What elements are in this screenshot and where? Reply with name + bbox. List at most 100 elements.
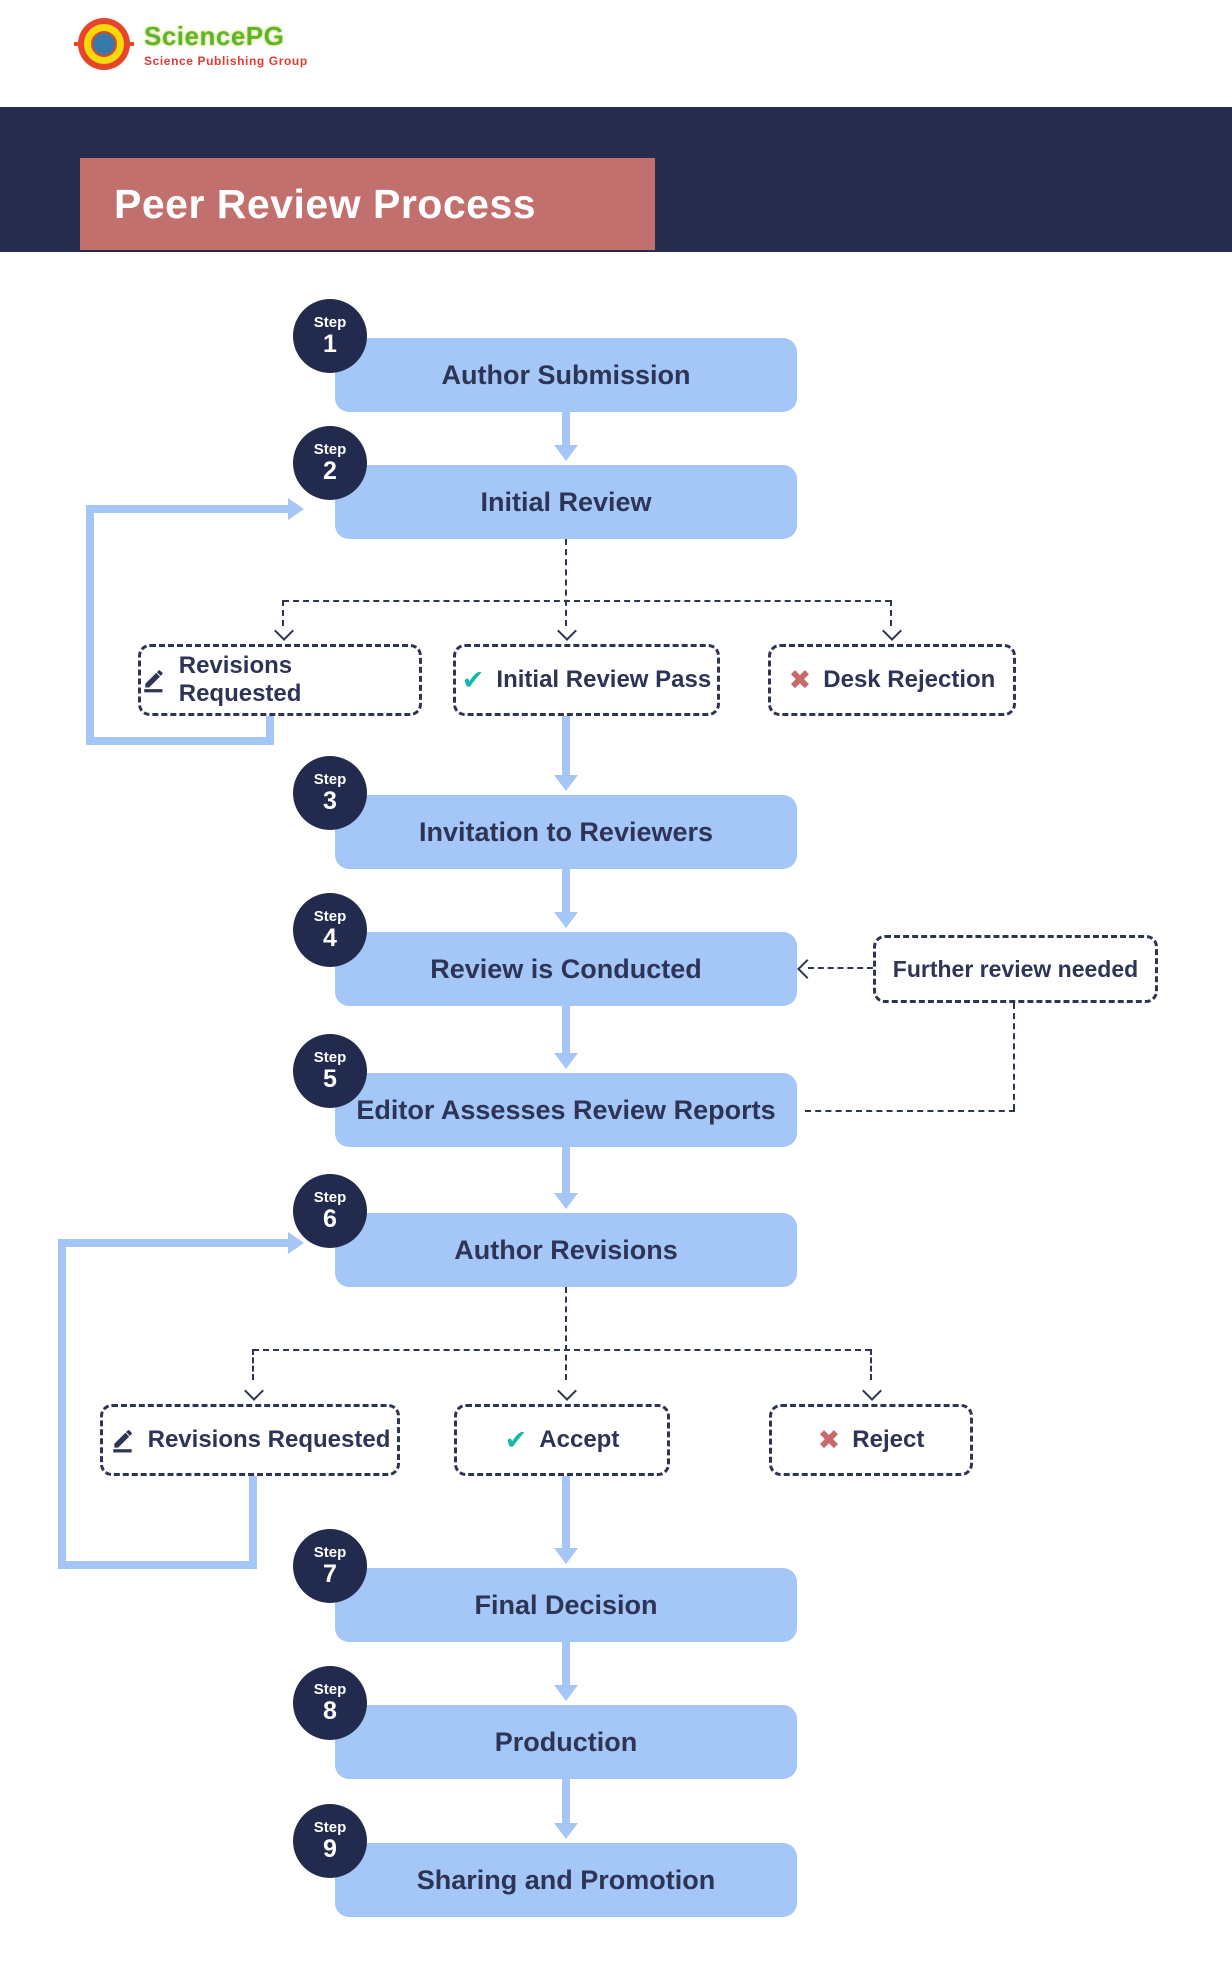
step-box-author-submission: Author Submission (335, 338, 797, 412)
arrow-submission-to-initial-review (554, 412, 578, 461)
step-box-review-is-conducted: Review is Conducted (335, 932, 797, 1006)
pencil-icon (144, 670, 163, 693)
badge-word: Step (313, 441, 347, 458)
step-box-production: Production (335, 1705, 797, 1779)
badge-word: Step (313, 771, 347, 788)
loop1-bottom-segment (86, 737, 274, 745)
badge-word: Step (313, 1819, 347, 1836)
arrow-accept-to-final-decision (554, 1476, 578, 1564)
step-label: Review is Conducted (430, 953, 702, 984)
step-box-final-decision: Final Decision (335, 1568, 797, 1642)
arrowhead-revisions-1-icon (274, 621, 294, 641)
dashed-line-note-down (1013, 1003, 1015, 1110)
title-banner: Peer Review Process (80, 158, 655, 250)
page-title: Peer Review Process (114, 180, 537, 227)
outcome-box-revisions-requested-2: Revisions Requested (100, 1404, 400, 1476)
outcome-box-revisions-requested-1: Revisions Requested (138, 644, 422, 716)
badge-number: 8 (323, 1697, 337, 1725)
sciencepg-logo-icon (74, 18, 134, 70)
step-box-sharing-promotion: Sharing and Promotion (335, 1843, 797, 1917)
badge-word: Step (313, 1189, 347, 1206)
step-box-author-revisions: Author Revisions (335, 1213, 797, 1287)
dashed-drop-revisions-1 (282, 600, 284, 626)
arrowhead-desk-rejection-icon (882, 621, 902, 641)
step-label: Final Decision (474, 1589, 658, 1620)
outcome-box-desk-rejection: ✖ Desk Rejection (768, 644, 1016, 716)
loop2-top-segment (58, 1239, 288, 1247)
arrowhead-further-review-icon (797, 959, 817, 979)
outcome-label: Initial Review Pass (496, 666, 712, 693)
pencil-icon (112, 1430, 132, 1453)
note-label: Further review needed (892, 955, 1139, 982)
outcome-label: Revisions Requested (178, 652, 302, 707)
dashed-line-initial-review-drop (565, 539, 567, 626)
check-icon: ✔ (461, 664, 485, 695)
arrow-production-to-sharing (554, 1779, 578, 1839)
step-box-editor-assesses: Editor Assesses Review Reports (335, 1073, 797, 1147)
badge-word: Step (313, 908, 347, 925)
badge-word: Step (313, 1544, 347, 1561)
badge-word: Step (313, 314, 347, 331)
dashed-line-note-to-review (808, 967, 873, 969)
arrow-editor-to-revisions (554, 1147, 578, 1209)
arrow-review-to-editor (554, 1006, 578, 1069)
arrowhead-pass-icon (557, 621, 577, 641)
step-label: Production (494, 1726, 638, 1757)
badge-number: 2 (323, 457, 337, 485)
note-box-further-review-needed: Further review needed (873, 935, 1158, 1003)
cross-icon: ✖ (817, 1424, 841, 1455)
loop1-arrowhead-icon (288, 498, 304, 520)
header-bar: SciencePG Science Publishing Group (0, 0, 1232, 107)
dashed-drop-revisions-2 (252, 1349, 254, 1380)
dashed-drop-desk-rejection (890, 600, 892, 626)
outcome-label: Accept (539, 1426, 620, 1453)
outcome-label: Revisions Requested (147, 1426, 391, 1453)
badge-word: Step (313, 1681, 347, 1698)
step-label: Author Revisions (454, 1234, 678, 1265)
logo-brand-text: SciencePG (144, 20, 285, 51)
arrowhead-reject-icon (862, 1381, 882, 1401)
loop1-top-segment (86, 505, 288, 513)
step-box-invitation-to-reviewers: Invitation to Reviewers (335, 795, 797, 869)
step-box-initial-review: Initial Review (335, 465, 797, 539)
loop1-left-segment (86, 505, 94, 745)
step-label: Editor Assesses Review Reports (356, 1094, 776, 1125)
dashed-line-editor-to-note (805, 1110, 1015, 1112)
step-label: Initial Review (480, 486, 652, 517)
loop2-arrowhead-icon (288, 1232, 304, 1254)
badge-number: 3 (323, 787, 337, 815)
badge-number: 9 (323, 1835, 337, 1863)
badge-number: 4 (323, 924, 337, 952)
outcome-box-accept: ✔ Accept (454, 1404, 670, 1476)
outcome-label: Reject (852, 1426, 925, 1453)
dashed-line-author-revisions-drop (565, 1287, 567, 1380)
badge-number: 5 (323, 1065, 337, 1093)
outcome-box-reject: ✖ Reject (769, 1404, 973, 1476)
step-label: Sharing and Promotion (416, 1864, 716, 1895)
logo-tagline: Science Publishing Group (144, 53, 308, 68)
sciencepg-logo: SciencePG Science Publishing Group (74, 18, 308, 70)
dashed-drop-reject (870, 1349, 872, 1380)
check-icon: ✔ (504, 1424, 528, 1455)
dashed-line-outcomes-2 (253, 1349, 871, 1351)
outcome-label: Desk Rejection (823, 666, 996, 693)
loop2-left-segment (58, 1239, 66, 1569)
arrow-pass-to-invitation (554, 716, 578, 791)
badge-number: 1 (323, 330, 337, 358)
loop2-drop-segment (249, 1476, 257, 1569)
badge-number: 7 (323, 1560, 337, 1588)
arrowhead-accept-icon (557, 1381, 577, 1401)
arrow-invitation-to-review (554, 869, 578, 928)
badge-word: Step (313, 1049, 347, 1066)
outcome-box-initial-review-pass: ✔ Initial Review Pass (453, 644, 720, 716)
arrow-final-to-production (554, 1642, 578, 1701)
